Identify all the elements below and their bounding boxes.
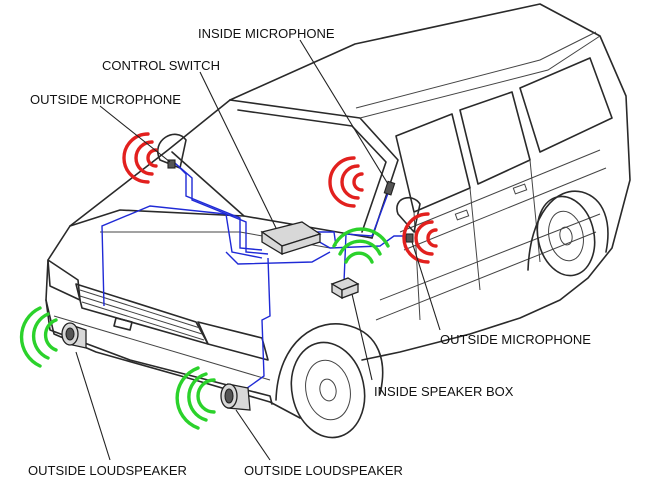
outside-loudspeaker-left-unit: [61, 322, 87, 349]
label-outside-microphone-right: OUTSIDE MICROPHONE: [440, 332, 591, 347]
label-control-switch: CONTROL SWITCH: [102, 58, 220, 73]
label-outside-loudspeaker-left: OUTSIDE LOUDSPEAKER: [28, 463, 187, 478]
inside-microphone-waves: [328, 156, 364, 208]
outside-microphone-right-unit: [405, 233, 414, 243]
outside-loudspeaker-right-unit: [220, 383, 251, 411]
label-inside-speaker-box: INSIDE SPEAKER BOX: [374, 384, 514, 399]
suv-illustration: [45, 3, 631, 439]
inside-microphone-unit: [383, 180, 396, 196]
label-inside-microphone: INSIDE MICROPHONE: [198, 26, 335, 41]
outside-microphone-left-waves: [122, 132, 158, 184]
outside-microphone-right-waves: [402, 212, 438, 264]
outside-loudspeaker-right-waves: [175, 366, 216, 430]
leader-lines: [75, 39, 441, 461]
label-outside-microphone-left: OUTSIDE MICROPHONE: [30, 92, 181, 107]
outside-microphone-left-unit: [167, 159, 176, 169]
inside-speaker-box-unit: [330, 277, 360, 300]
control-switch-unit: [260, 221, 322, 256]
outside-loudspeaker-left-waves: [19, 306, 58, 368]
inside-speaker-waves: [332, 227, 390, 264]
label-outside-loudspeaker-right: OUTSIDE LOUDSPEAKER: [244, 463, 403, 478]
